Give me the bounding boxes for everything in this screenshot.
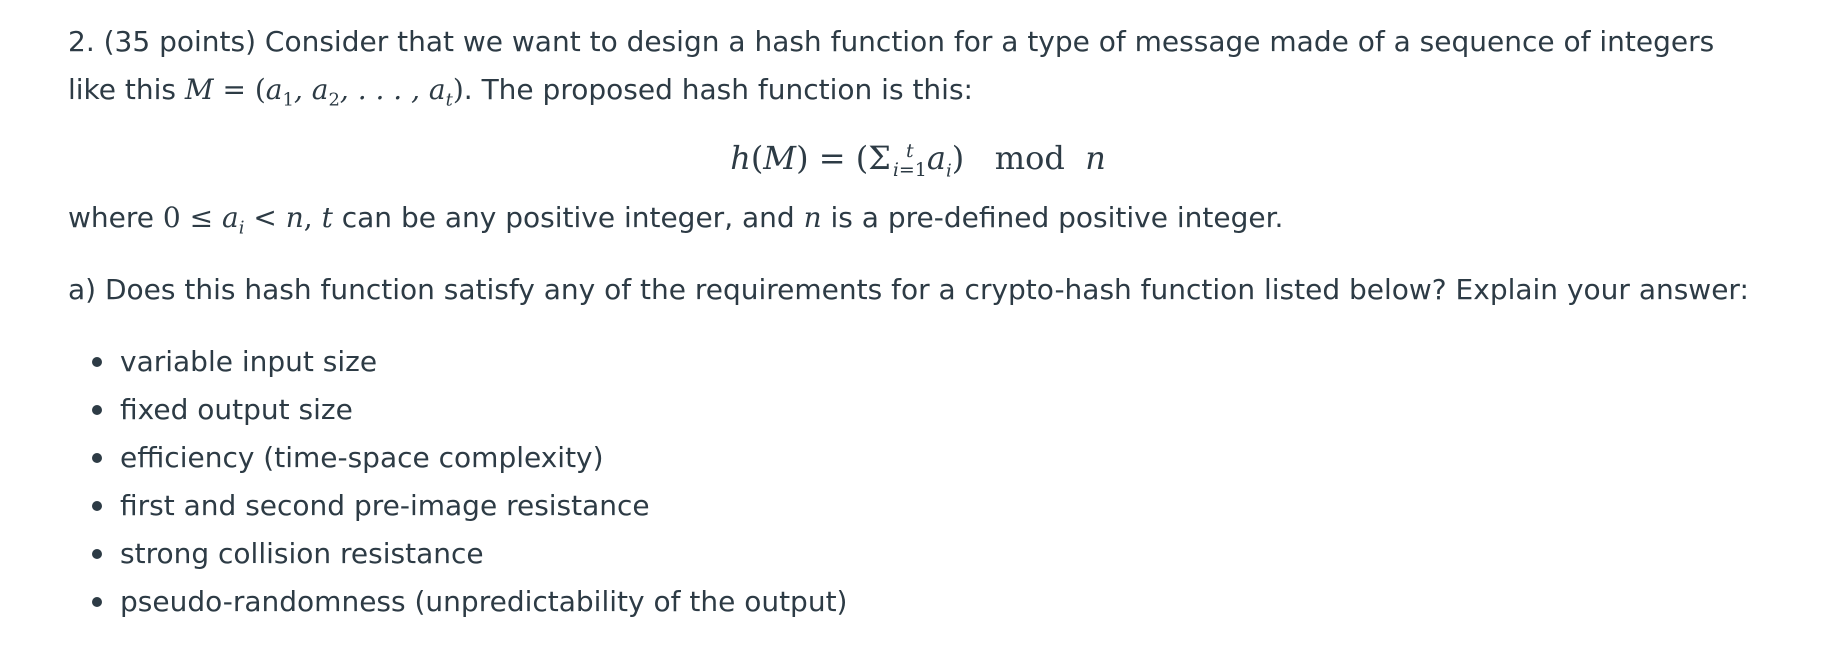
question-intro-after: . The proposed hash function is this: [463,73,973,106]
list-item: strong collision resistance [92,530,1768,578]
list-item: efficiency (time-space complexity) [92,434,1768,482]
bullet-icon [92,453,102,463]
bullet-icon [92,549,102,559]
part-a-text: a) Does this hash function satisfy any o… [68,273,1749,306]
message-definition: M = (a1, a2, . . . , at) [184,73,464,111]
question-number: 2. [68,25,95,58]
requirements-list: variable input size fixed output size ef… [68,338,1768,626]
bullet-icon [92,597,102,607]
list-item: fixed output size [92,386,1768,434]
question-intro-text: Consider that we want to design a hash f… [68,25,1715,106]
question-content: 2. (35 points) Consider that we want to … [68,18,1768,626]
question-intro: 2. (35 points) Consider that we want to … [68,18,1768,114]
list-item: first and second pre-image resistance [92,482,1768,530]
where-clause: where 0 ≤ ai < n, t can be any positive … [68,201,1284,239]
bullet-icon [92,501,102,511]
list-item: variable input size [92,338,1768,386]
question-points: (35 points) [103,25,256,58]
list-item: pseudo-randomness (unpredictability of t… [92,578,1768,626]
where-condition: 0 ≤ ai < n, t [162,201,333,239]
bullet-icon [92,405,102,415]
bullet-icon [92,357,102,367]
where-variable: n [803,201,822,234]
